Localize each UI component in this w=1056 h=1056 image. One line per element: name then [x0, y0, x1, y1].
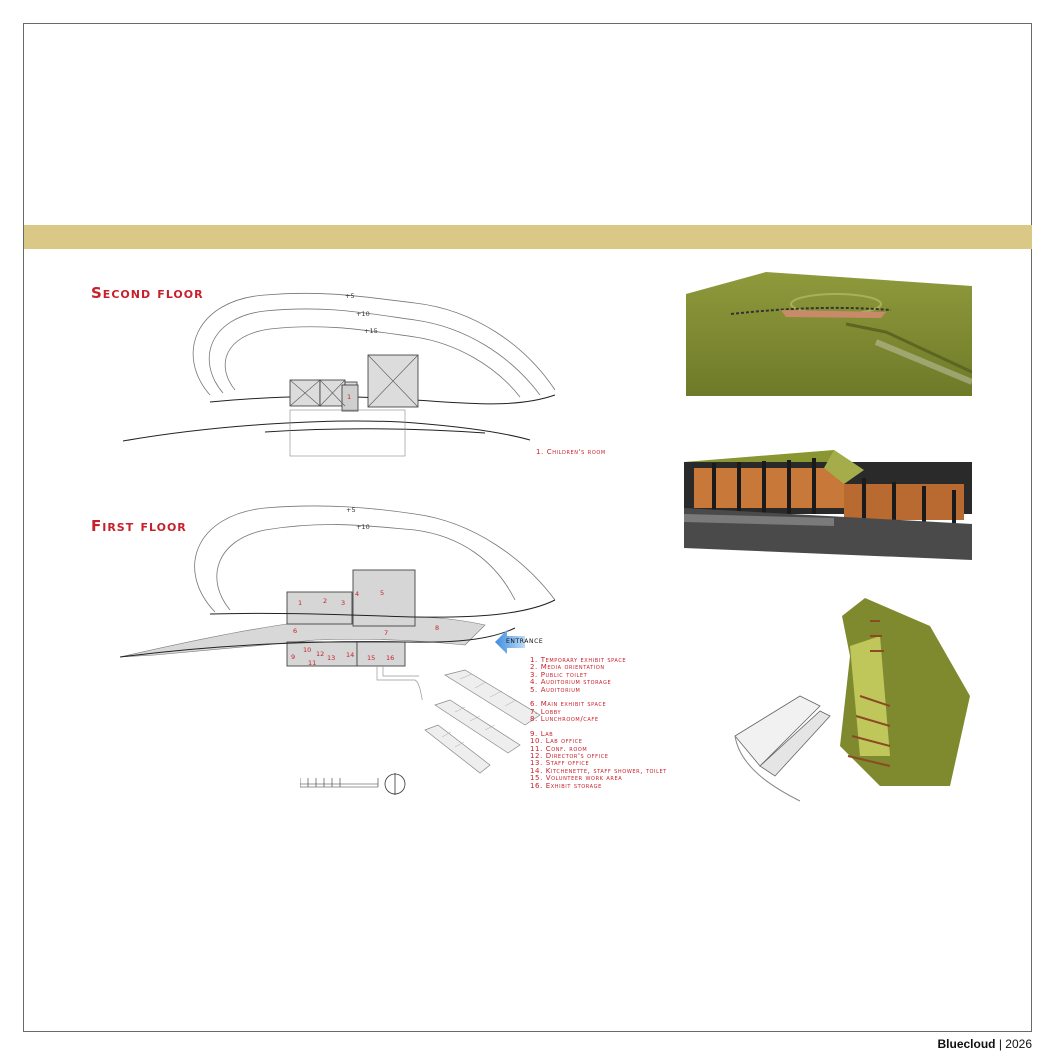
- terrain-curve-base: [264, 428, 486, 434]
- room-number: 10: [303, 646, 312, 654]
- room-number: 2: [323, 597, 328, 605]
- room-number: 5: [380, 589, 385, 597]
- plan-room-1-2-3: [286, 591, 353, 625]
- footer-credit: Bluecloud | 2026: [937, 1037, 1032, 1051]
- room-number: 14: [346, 651, 355, 659]
- room-number: 12: [316, 650, 325, 658]
- legend-item: 14. Kitchenette, staff shower, toilet: [530, 766, 667, 775]
- contour-label: +5: [345, 292, 355, 300]
- legend-item: 10. Lab office: [530, 737, 583, 746]
- render-section-perspective: [684, 450, 972, 560]
- render-aerial-parking: [734, 598, 970, 802]
- footer-year: 2026: [1005, 1037, 1032, 1051]
- room-number: 13: [327, 654, 336, 662]
- legend-item: 3. Public toilet: [530, 670, 588, 679]
- entrance-label: ENTRANCE: [506, 638, 544, 645]
- legend-item: 1. Temporary exhibit space: [530, 656, 627, 664]
- legend-item: 9. Lab: [530, 729, 554, 738]
- first-floor-plan: [119, 505, 556, 700]
- plan-block-room1: [341, 384, 359, 412]
- contour-line-10: [216, 524, 516, 611]
- room-number: 8: [435, 624, 440, 632]
- legend-item: 16. Exhibit storage: [530, 781, 602, 790]
- legend-item: 12. Director's office: [530, 752, 609, 761]
- access-road: [376, 666, 423, 700]
- second-floor-title: Second floor: [91, 284, 204, 302]
- room-number: 4: [355, 590, 360, 598]
- room-number: 7: [384, 629, 389, 637]
- terrain-curve-lower: [119, 627, 516, 658]
- access-road-edge: [382, 666, 419, 677]
- scale-bar: [300, 778, 379, 788]
- room-number: 1: [298, 599, 303, 607]
- contour-label: +15: [364, 327, 378, 335]
- legend-item: 15. Volunteer work area: [530, 774, 623, 783]
- room-number: 16: [386, 654, 395, 662]
- terrain-curve-lower: [122, 420, 531, 442]
- room-number: 15: [367, 654, 376, 662]
- contour-line-15: [224, 326, 521, 398]
- north-arrow-icon: [384, 773, 406, 795]
- legend-item: 5. Auditorium: [530, 685, 581, 694]
- legend-item: 7. Lobby: [530, 707, 562, 716]
- room-number: 6: [293, 627, 298, 635]
- legend-item: 2. Media orientation: [530, 663, 605, 672]
- second-floor-legend: 1. Children's room: [536, 448, 606, 456]
- legend-item: 1. Children's room: [536, 448, 606, 456]
- lower-level-outline: [289, 409, 406, 457]
- legend-item: 13. Staff office: [530, 759, 590, 768]
- room-number: 1: [347, 393, 352, 401]
- plan-room-auditorium: [352, 569, 416, 627]
- parking-area: [424, 669, 541, 774]
- terrain-curve-upper: [209, 599, 556, 618]
- first-floor-title: First floor: [91, 517, 187, 535]
- room-number: 3: [341, 599, 346, 607]
- plan-room-lower-left: [286, 641, 358, 667]
- contour-label: +5: [346, 506, 356, 514]
- legend-item: 11. Conf. room: [530, 744, 588, 753]
- legend-item: 4. Auditorium storage: [530, 678, 612, 687]
- circulation-spine: [119, 616, 486, 658]
- render-aerial-site: [686, 272, 972, 396]
- footer-separator: |: [995, 1037, 1006, 1051]
- second-floor-plan: [122, 292, 556, 457]
- contour-label: +10: [356, 310, 370, 318]
- contour-label: +10: [356, 523, 370, 531]
- legend-item: 8. Lunchroom/cafe: [530, 715, 599, 724]
- entrance-arrow-icon: [495, 630, 525, 654]
- room-number: 11: [308, 659, 317, 667]
- first-floor-legend: 1. Temporary exhibit space 2. Media orie…: [530, 656, 667, 790]
- contour-line-5: [194, 505, 556, 613]
- contour-line-10: [208, 308, 541, 396]
- contour-line-5: [192, 292, 556, 396]
- header-band: [24, 225, 1032, 249]
- plan-room-lower-right: [356, 641, 406, 667]
- legend-item: 6. Main exhibit space: [530, 700, 607, 709]
- footer-brand: Bluecloud: [937, 1037, 996, 1051]
- room-number: 9: [291, 653, 296, 661]
